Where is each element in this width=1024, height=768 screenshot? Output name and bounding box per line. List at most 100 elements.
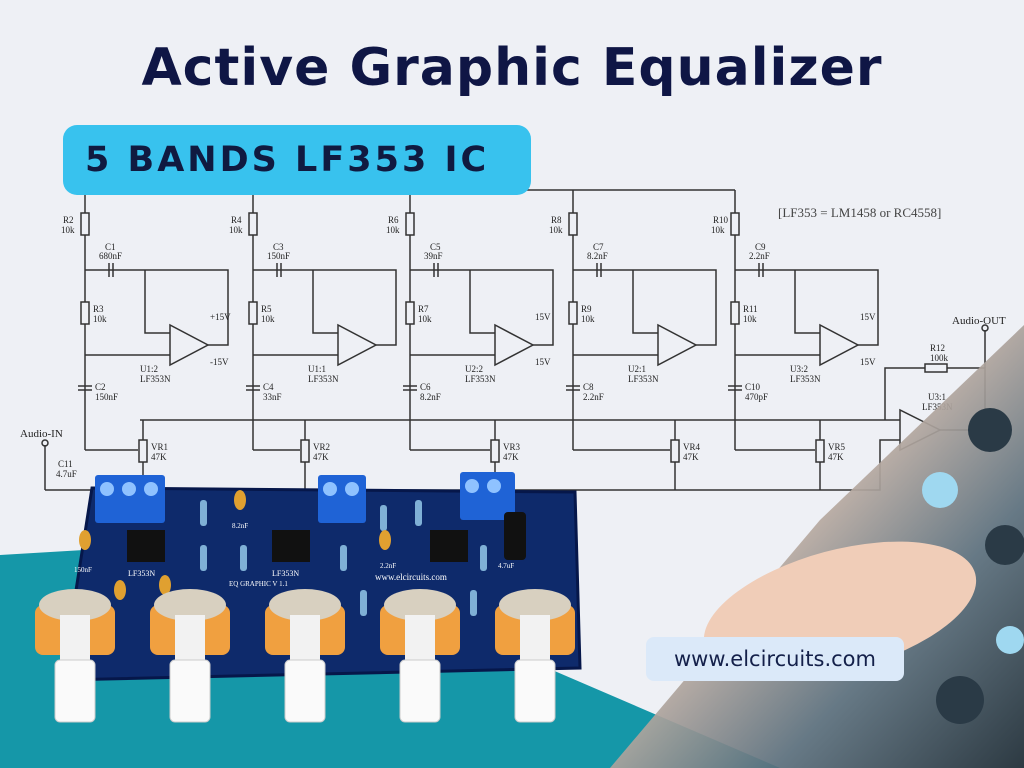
- feedback-wire: [633, 269, 717, 346]
- r-top-value: 10k: [61, 225, 75, 235]
- supply-neg: 15V: [535, 357, 551, 367]
- c-bot-label: C2: [95, 382, 106, 392]
- resistor: [415, 500, 422, 526]
- pot-label: VR2: [313, 442, 330, 452]
- c-bot-value: 150nF: [95, 392, 118, 402]
- subtitle-text: 5 BANDS LF353 IC: [85, 140, 490, 180]
- r-top-label: R6: [388, 215, 399, 225]
- c-top-value: 8.2nF: [587, 251, 608, 261]
- electrolytic-capacitor: [504, 512, 526, 560]
- c-top-value: 150nF: [267, 251, 290, 261]
- pot-knob: [54, 659, 96, 723]
- opamp-type: LF353N: [308, 374, 339, 384]
- supply-pos: 15V: [860, 312, 876, 322]
- ic-chip: [127, 530, 165, 562]
- potentiometer-knob: [150, 589, 230, 723]
- resistor: [340, 545, 347, 571]
- schematic-note: [LF353 = LM1458 or RC4558]: [778, 205, 941, 220]
- pot-label: VR5: [828, 442, 846, 452]
- pcb-silk-c3: 2.2nF: [380, 562, 396, 570]
- r-top-label: R2: [63, 215, 74, 225]
- pcb-silk-c1: 150nF: [74, 566, 92, 574]
- potentiometer-knob: [495, 589, 575, 723]
- subtitle-badge: 5 BANDS LF353 IC: [63, 125, 531, 195]
- supply-pos: +15V: [210, 312, 231, 322]
- opamp-label: U2:2: [465, 364, 483, 374]
- resistor-top: [80, 212, 90, 236]
- pot-value: 47K: [313, 452, 329, 462]
- opamp-type: LF353N: [465, 374, 496, 384]
- band-1: R210kC1680nFR310kC2150nFU1:2LF353NVR147K…: [61, 190, 231, 490]
- pcb-silk-url: www.elcircuits.com: [375, 572, 447, 582]
- opamp-label: U2:1: [628, 364, 646, 374]
- c-top-value: 680nF: [99, 251, 122, 261]
- opamp-type: LF353N: [790, 374, 821, 384]
- pot-value: 47K: [503, 452, 519, 462]
- opamp-type: LF353N: [140, 374, 171, 384]
- r-top-label: R8: [551, 215, 562, 225]
- u3-label: U3:1: [928, 392, 946, 402]
- pcb-silk-cap: 4.7uF: [498, 562, 514, 570]
- potentiometer-knob: [380, 589, 460, 723]
- pcb-silk-version: EQ GRAPHIC V 1.1: [229, 580, 288, 588]
- resistor: [380, 505, 387, 531]
- feedback-wire: [470, 269, 554, 346]
- resistor: [480, 545, 487, 571]
- terminal-screw: [487, 479, 501, 493]
- c-bot-label: C10: [745, 382, 761, 392]
- ceramic-capacitor: [114, 580, 126, 600]
- r12-label: R12: [930, 343, 945, 353]
- pot-value: 47K: [828, 452, 844, 462]
- resistor-top: [248, 212, 258, 236]
- resistor: [470, 590, 477, 616]
- terminal-screw: [465, 479, 479, 493]
- mixer-knobs: [922, 408, 1024, 724]
- ceramic-capacitor: [159, 575, 171, 595]
- terminal-screw: [345, 482, 359, 496]
- audio-out-terminal: [981, 324, 989, 332]
- potentiometer: [490, 439, 500, 463]
- audio-in-label: Audio-IN: [20, 428, 63, 440]
- pot-knob: [169, 659, 211, 723]
- pot-label: VR4: [683, 442, 701, 452]
- potentiometer: [670, 439, 680, 463]
- r-top-value: 10k: [711, 225, 725, 235]
- c-top-value: 39nF: [424, 251, 443, 261]
- r-mid-label: R7: [418, 304, 429, 314]
- r-mid-label: R9: [581, 304, 592, 314]
- ceramic-capacitor: [79, 530, 91, 550]
- r-mid-label: R5: [261, 304, 272, 314]
- supply-neg: 15V: [860, 357, 876, 367]
- opamp: [169, 323, 210, 367]
- pot-top: [39, 589, 111, 621]
- terminal-screw: [323, 482, 337, 496]
- c-bot-label: C4: [263, 382, 274, 392]
- r-top-label: R10: [713, 215, 729, 225]
- r-mid-label: R3: [93, 304, 104, 314]
- wire: [632, 270, 658, 334]
- terminal-screw: [100, 482, 114, 496]
- r-top-label: R4: [231, 215, 242, 225]
- c-top-label: C5: [430, 242, 441, 252]
- feedback-wire: [313, 269, 397, 346]
- r-mid-value: 10k: [93, 314, 107, 324]
- resistor: [360, 590, 367, 616]
- resistor-mid: [568, 301, 578, 325]
- pot-knob: [284, 659, 326, 723]
- u3-type: LF353N: [922, 402, 953, 412]
- c11-value: 4.7uF: [56, 469, 77, 479]
- r-mid-value: 10k: [261, 314, 275, 324]
- r-top-value: 10k: [229, 225, 243, 235]
- c-top-label: C9: [755, 242, 766, 252]
- band-5: R1010kC92.2nFR1110kC10470pFU3:2LF353NVR5…: [711, 190, 879, 490]
- pot-label: VR3: [503, 442, 521, 452]
- c-top-label: C1: [105, 242, 116, 252]
- r-top-value: 10k: [549, 225, 563, 235]
- resistor: [200, 545, 207, 571]
- r-mid-value: 10k: [581, 314, 595, 324]
- website-link[interactable]: www.elcircuits.com: [646, 637, 904, 681]
- c-top-value: 2.2nF: [749, 251, 770, 261]
- resistor: [200, 500, 207, 526]
- r12-value: 100k: [930, 353, 949, 363]
